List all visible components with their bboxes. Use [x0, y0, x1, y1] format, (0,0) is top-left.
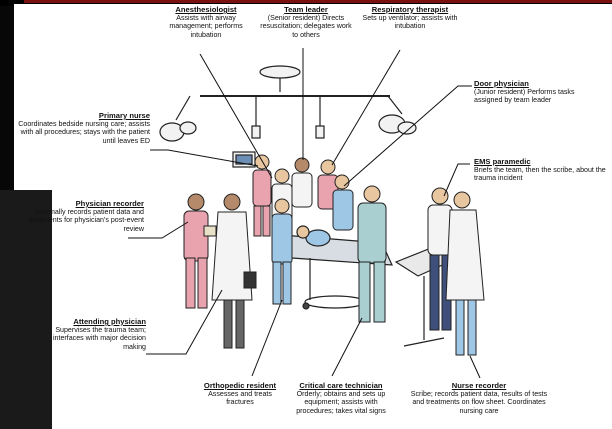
ems-paramedic-title: EMS paramedic — [474, 158, 610, 166]
label-anesthesiologist: Anesthesiologist Assists with airway man… — [160, 6, 252, 39]
critical-care-technician-title: Critical care technician — [290, 382, 392, 390]
figure-physician-recorder — [184, 194, 216, 308]
critical-care-technician-desc: Orderly; obtains and sets up equipment; … — [290, 390, 392, 415]
leader-lines — [128, 48, 480, 378]
anesthesiologist-desc: Assists with airway management; performs… — [160, 14, 252, 39]
figure-nurse-recorder — [446, 192, 484, 355]
label-door-physician: Door physician (Junior resident) Perform… — [474, 80, 596, 105]
label-team-leader: Team leader (Senior resident) Directs re… — [260, 6, 352, 39]
door-physician-title: Door physician — [474, 80, 596, 88]
figure-critical-care-technician — [358, 186, 386, 322]
respiratory-therapist-desc: Sets up ventilator; assists with intubat… — [360, 14, 460, 30]
attending-physician-desc: Supervises the trauma team; interfaces w… — [40, 326, 146, 351]
label-ems-paramedic: EMS paramedic Briefs the team, then the … — [474, 158, 610, 183]
orthopedic-resident-desc: Assesses and treats fractures — [196, 390, 284, 406]
label-orthopedic-resident: Orthopedic resident Assesses and treats … — [196, 382, 284, 407]
nurse-recorder-desc: Scribe; records patient data, results of… — [406, 390, 552, 415]
label-attending-physician: Attending physician Supervises the traum… — [40, 318, 146, 351]
team-leader-title: Team leader — [260, 6, 352, 14]
figure-door-physician — [333, 175, 353, 230]
label-physician-recorder: Physician recorder Informally records pa… — [24, 200, 144, 233]
primary-nurse-desc: Coordinates bedside nursing care; assist… — [18, 120, 150, 145]
physician-recorder-desc: Informally records patient data and trea… — [24, 208, 144, 233]
figure-attending-physician — [212, 194, 256, 348]
attending-physician-title: Attending physician — [40, 318, 146, 326]
orthopedic-resident-title: Orthopedic resident — [196, 382, 284, 390]
ems-paramedic-desc: Briefs the team, then the scribe, about … — [474, 166, 610, 182]
figure-team-leader — [292, 158, 312, 207]
ceiling-surgical-lights — [160, 66, 416, 167]
nurse-recorder-title: Nurse recorder — [406, 382, 552, 390]
team-leader-desc: (Senior resident) Directs resuscitation;… — [260, 14, 352, 39]
respiratory-therapist-title: Respiratory therapist — [360, 6, 460, 14]
physician-recorder-title: Physician recorder — [24, 200, 144, 208]
figure-center-technician — [272, 199, 292, 304]
label-respiratory-therapist: Respiratory therapist Sets up ventilator… — [360, 6, 460, 31]
label-critical-care-technician: Critical care technician Orderly; obtain… — [290, 382, 392, 415]
anesthesiologist-title: Anesthesiologist — [160, 6, 252, 14]
primary-nurse-title: Primary nurse — [18, 112, 150, 120]
door-physician-desc: (Junior resident) Performs tasks assigne… — [474, 88, 596, 104]
label-nurse-recorder: Nurse recorder Scribe; records patient d… — [406, 382, 552, 415]
figure-primary-nurse — [253, 155, 271, 236]
label-primary-nurse: Primary nurse Coordinates bedside nursin… — [18, 112, 150, 145]
